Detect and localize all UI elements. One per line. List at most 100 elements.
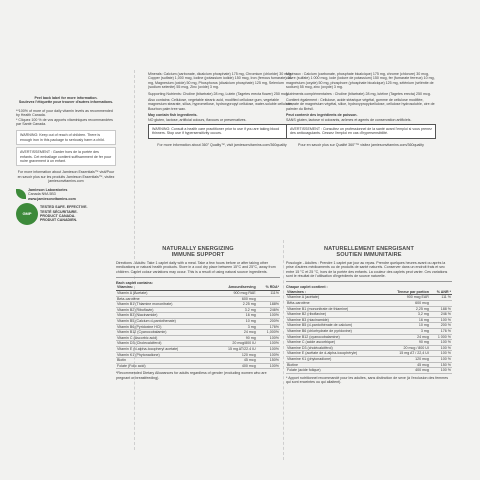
en-amount: 20 mcg/800 IU [211,340,257,347]
fr-amount: 10 mg [384,322,430,329]
fr-rda: 1 000 % [429,334,452,341]
fr-rda: 200 % [429,322,452,329]
en-vitamin-name: Vitamin D3 (Cholecalciferol) [116,340,212,347]
column-divider-1 [134,70,135,450]
fr-col-rda: % ANR * [429,289,452,296]
en-footnote: *Recommended Dietary Allowances for adul… [116,371,267,380]
company-block: Jamieson Laboratories Canada N9A 5B3 www… [16,188,116,201]
fr-rda: 111 % [429,294,452,301]
en-each-caplet: Each caplet contains: [116,281,153,286]
en-amount: 3.2 mg [211,307,257,314]
fr-vitamin-name: Vitamine D3 (cholécalciférol) [286,345,385,352]
fr-vitamin-table: Vitamines : Teneur par portion % ANR * V… [286,289,452,374]
en-rda: 200% [256,318,280,325]
en-vitamin-name: Vitamin B2 (Riboflavin) [116,307,212,314]
en-amount: 24 mcg [211,329,257,336]
en-vitamin-name: Vitamin C (Ascorbic acid) [116,335,212,342]
warning-box-en: WARNING: Keep out of reach of children. … [16,130,116,146]
en-minerals: Minerals: Calcium (carbonate, dicalcium … [148,72,293,90]
column-divider-2 [283,240,284,460]
dv-note-en: **100% of more of your daily vitamin lev… [16,108,113,118]
fr-amount: 600 mcg [384,300,430,307]
en-vitamin-name: Vitamin K1 (Phytonadione) [116,352,212,359]
company-address: Canada N9A 5B3 [28,192,56,197]
en-also: Also contains: Cellulose, vegetable stea… [148,98,293,111]
fr-rda: 100 % [429,350,452,357]
en-top-panel: Minerals: Calcium (carbonate, dicalcium … [148,72,296,232]
fr-minerals: Minéraux : Calcium (carbonate, phosphate… [286,72,435,90]
en-col-amount: Amount/serving [211,285,257,292]
gmp-seal-icon: GMP [16,202,38,225]
fr-rda: 176 % [429,328,452,335]
en-rda: 100% [256,352,280,359]
en-table-row: Vitamin D3 (Cholecalciferol)20 mcg/800 I… [116,340,280,347]
fr-heading-2: SOUTIEN IMMUNITAIRE [336,252,402,259]
company-url: www.jamiesonvitamins.com [28,196,76,201]
fr-directions: Posologie - Adultes : Prendre 1 caplet p… [286,260,448,279]
en-rda: 150% [256,357,280,364]
jamieson-leaf-icon [16,189,26,200]
en-rda: 246% [256,307,280,314]
en-table-row: Vitamin B5 (Calcium d-pantothenate)10 mg… [116,318,280,325]
peel-fr: Soulevez l'étiquette pour trouver d'autr… [18,100,114,105]
fr-vitamin-name: Vitamine E (acétate de d-alpha-tocophéry… [286,350,385,357]
en-supporting: Supporting Nutrients: Choline (bitartrat… [148,91,289,96]
tested-line-1: TESTED SAFE. EFFECTIVE. [40,205,88,210]
fr-amount: 400 mcg [384,367,430,374]
more-info: For more information about Jamieson Esse… [17,170,115,184]
fr-table-row: Vitamine B5 (d-pantothénate de calcium)1… [286,322,452,329]
fr-warning-box: AVERTISSEMENT : Consultez un professionn… [286,124,436,139]
fr-col-vitamin: Vitamines : [286,289,385,296]
fr-amount: 24 mcg [384,334,430,341]
fr-heading-1: NATURELLEMENT ÉNERGISANT [324,246,414,252]
tested-line-3: PRODUCT CANADA. [40,213,76,218]
fr-vitamin-name: Biotine [286,362,385,369]
en-facts-panel: NATURALLY ENERGIZING IMMUNE SUPPORT Dire… [116,246,280,464]
tested-line-4: PRODUIT CANADIEN. [40,218,78,223]
fr-vitamin-name: Vitamine B2 (riboflavine) [286,311,385,318]
en-no: NO gluten, lactose, artificial colours, … [148,117,247,122]
fr-table-row: Vitamine E (acétate de d-alpha-tocophéry… [286,350,452,357]
en-vitamin-name: Folate (Folic acid) [116,363,212,370]
fr-col-amount: Teneur par portion [384,289,430,296]
fr-amount: 3,2 mg [384,311,430,318]
fr-vitamin-name: Vitamine B6 (chlorhydrate de pyridoxine) [286,328,385,335]
fr-vitamin-name: Vitamine B3 (niacinamide) [286,317,385,324]
fr-rda [429,300,452,307]
fr-vitamin-name: Vitamine A (acétate) [286,294,385,301]
fr-rda: 150 % [429,362,452,369]
fr-also: Contient également : Cellulose, acide st… [286,98,435,111]
en-rda: 176% [256,324,280,331]
en-directions: Directions - Adults: Take 1 caplet daily… [116,260,276,274]
fr-vitamin-name: Vitamine K1 (phytonadione) [286,356,385,363]
fr-amount: 15 mg AT / 22,4 UI [384,350,430,357]
en-amount: 45 mcg [211,357,257,364]
en-table-header: Vitamins: Amount/serving % RDA* [116,285,280,292]
en-rda: 1,000% [256,329,280,336]
fr-amount: 16 mg [384,317,430,324]
en-table-row: Vitamin B1 (Thiamine mononitrate)2.25 mg… [116,301,280,308]
en-amount: 3 mg [211,324,257,331]
dv-note-fr: * Cliquez 100 % de vos apports vitaminiq… [16,117,113,127]
warning-en: WARNING: Keep out of reach of children. … [20,133,105,142]
fr-footnote: * Apport nutritionnel recommandé pour le… [286,375,449,385]
fr-footer: Pour en savoir plus sur Qualité 360°™ vi… [298,142,424,147]
fr-rda: 246 % [429,311,452,318]
